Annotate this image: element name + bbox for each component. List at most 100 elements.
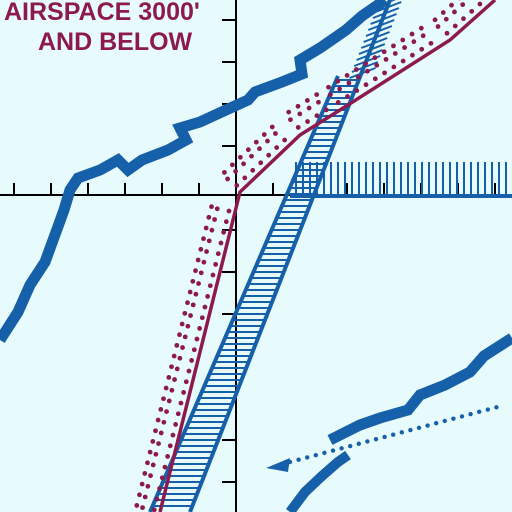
magenta-boundary-line	[158, 0, 497, 512]
magenta-dot	[410, 52, 415, 58]
magenta-dot	[346, 80, 352, 86]
magenta-dot	[314, 113, 320, 119]
magenta-dot	[214, 206, 220, 212]
magenta-dot	[335, 100, 341, 105]
magenta-dot	[170, 432, 176, 438]
magenta-dot	[223, 219, 229, 225]
magenta-dot	[249, 153, 254, 159]
magenta-dot	[428, 40, 434, 46]
route-dot	[451, 416, 456, 421]
magenta-dot	[156, 441, 161, 447]
magenta-dot	[365, 68, 370, 74]
magenta-dot	[151, 507, 157, 512]
magenta-dot	[314, 92, 320, 98]
magenta-dot	[209, 227, 215, 233]
magenta-dot	[183, 379, 189, 385]
victor-airway-lower	[286, 333, 512, 512]
magenta-dot	[306, 105, 312, 111]
magenta-dot	[250, 167, 256, 173]
magenta-dot	[372, 76, 378, 82]
hatch-stroke	[374, 1, 402, 13]
magenta-dot	[265, 138, 270, 144]
magenta-dot	[142, 494, 148, 500]
magenta-dot	[148, 473, 153, 479]
magenta-dot	[198, 270, 204, 276]
magenta-dot	[203, 225, 209, 231]
magenta-dot	[327, 92, 333, 98]
route-dot	[425, 423, 430, 428]
route-dot	[356, 441, 361, 446]
magenta-dot	[134, 503, 140, 508]
magenta-dot	[177, 355, 183, 361]
magenta-dot	[316, 99, 321, 105]
magenta-dot	[392, 51, 398, 56]
magenta-dot	[163, 385, 169, 391]
victor-airway-zigzag-icon	[327, 333, 512, 445]
magenta-dot	[305, 119, 310, 124]
hatch-stroke	[358, 43, 386, 55]
route-arrowhead	[266, 458, 290, 472]
hatch-stroke	[367, 19, 395, 31]
magenta-dot	[175, 411, 181, 417]
magenta-dot	[166, 398, 172, 404]
route-dot	[477, 409, 482, 415]
magenta-dot	[204, 249, 209, 254]
magenta-dot	[137, 492, 142, 498]
magenta-dotted-boundary	[134, 0, 497, 512]
magenta-dot	[452, 23, 458, 29]
magenta-dot	[253, 139, 259, 145]
magenta-dot	[435, 24, 441, 29]
magenta-dot	[169, 364, 174, 370]
victor-airway-upper	[0, 0, 389, 343]
route-dot	[442, 418, 447, 424]
hatch-stroke	[356, 49, 383, 61]
magenta-dot	[191, 347, 197, 353]
magenta-dot	[381, 49, 387, 55]
magenta-dot	[400, 58, 406, 64]
magenta-dot	[344, 73, 350, 78]
magenta-dot	[261, 132, 267, 137]
dotted-route-arrow-icon	[266, 405, 499, 472]
magenta-dot	[190, 302, 196, 308]
magenta-dot	[145, 483, 151, 489]
route-dot	[399, 430, 404, 435]
magenta-dot	[419, 46, 425, 52]
route-dot	[373, 437, 379, 442]
magenta-dot	[193, 268, 198, 274]
magenta-dot	[162, 464, 168, 470]
magenta-dot	[258, 160, 264, 166]
magenta-dot	[166, 374, 172, 380]
magenta-dot	[207, 283, 213, 289]
magenta-dot	[286, 109, 292, 115]
magenta-dot	[432, 17, 438, 23]
magenta-dot	[363, 61, 369, 66]
route-dot	[434, 421, 439, 426]
airspace-label-line1: AIRSPACE 3000'	[4, 0, 200, 26]
route-dot	[485, 407, 490, 412]
magenta-dot	[221, 229, 227, 235]
magenta-dot	[177, 332, 182, 338]
hatch-stroke	[349, 67, 376, 79]
hatched-band-right-edge	[188, 0, 392, 512]
magenta-dot	[233, 168, 238, 174]
magenta-dot	[159, 475, 165, 481]
magenta-dot	[210, 272, 216, 278]
magenta-dot	[337, 86, 343, 92]
magenta-dot	[218, 240, 224, 246]
magenta-dot	[181, 390, 187, 395]
magenta-dot	[440, 10, 446, 15]
magenta-dot	[201, 259, 207, 265]
magenta-dot	[383, 56, 389, 62]
magenta-dot	[150, 439, 156, 444]
magenta-dot	[196, 281, 201, 286]
magenta-dot	[288, 117, 293, 123]
magenta-dot	[140, 505, 145, 511]
magenta-dot	[185, 300, 190, 306]
magenta-dot	[185, 323, 191, 329]
route-dot	[459, 414, 465, 419]
magenta-dot	[449, 2, 454, 8]
route-dot	[416, 425, 422, 430]
hatch-stroke	[372, 7, 400, 19]
